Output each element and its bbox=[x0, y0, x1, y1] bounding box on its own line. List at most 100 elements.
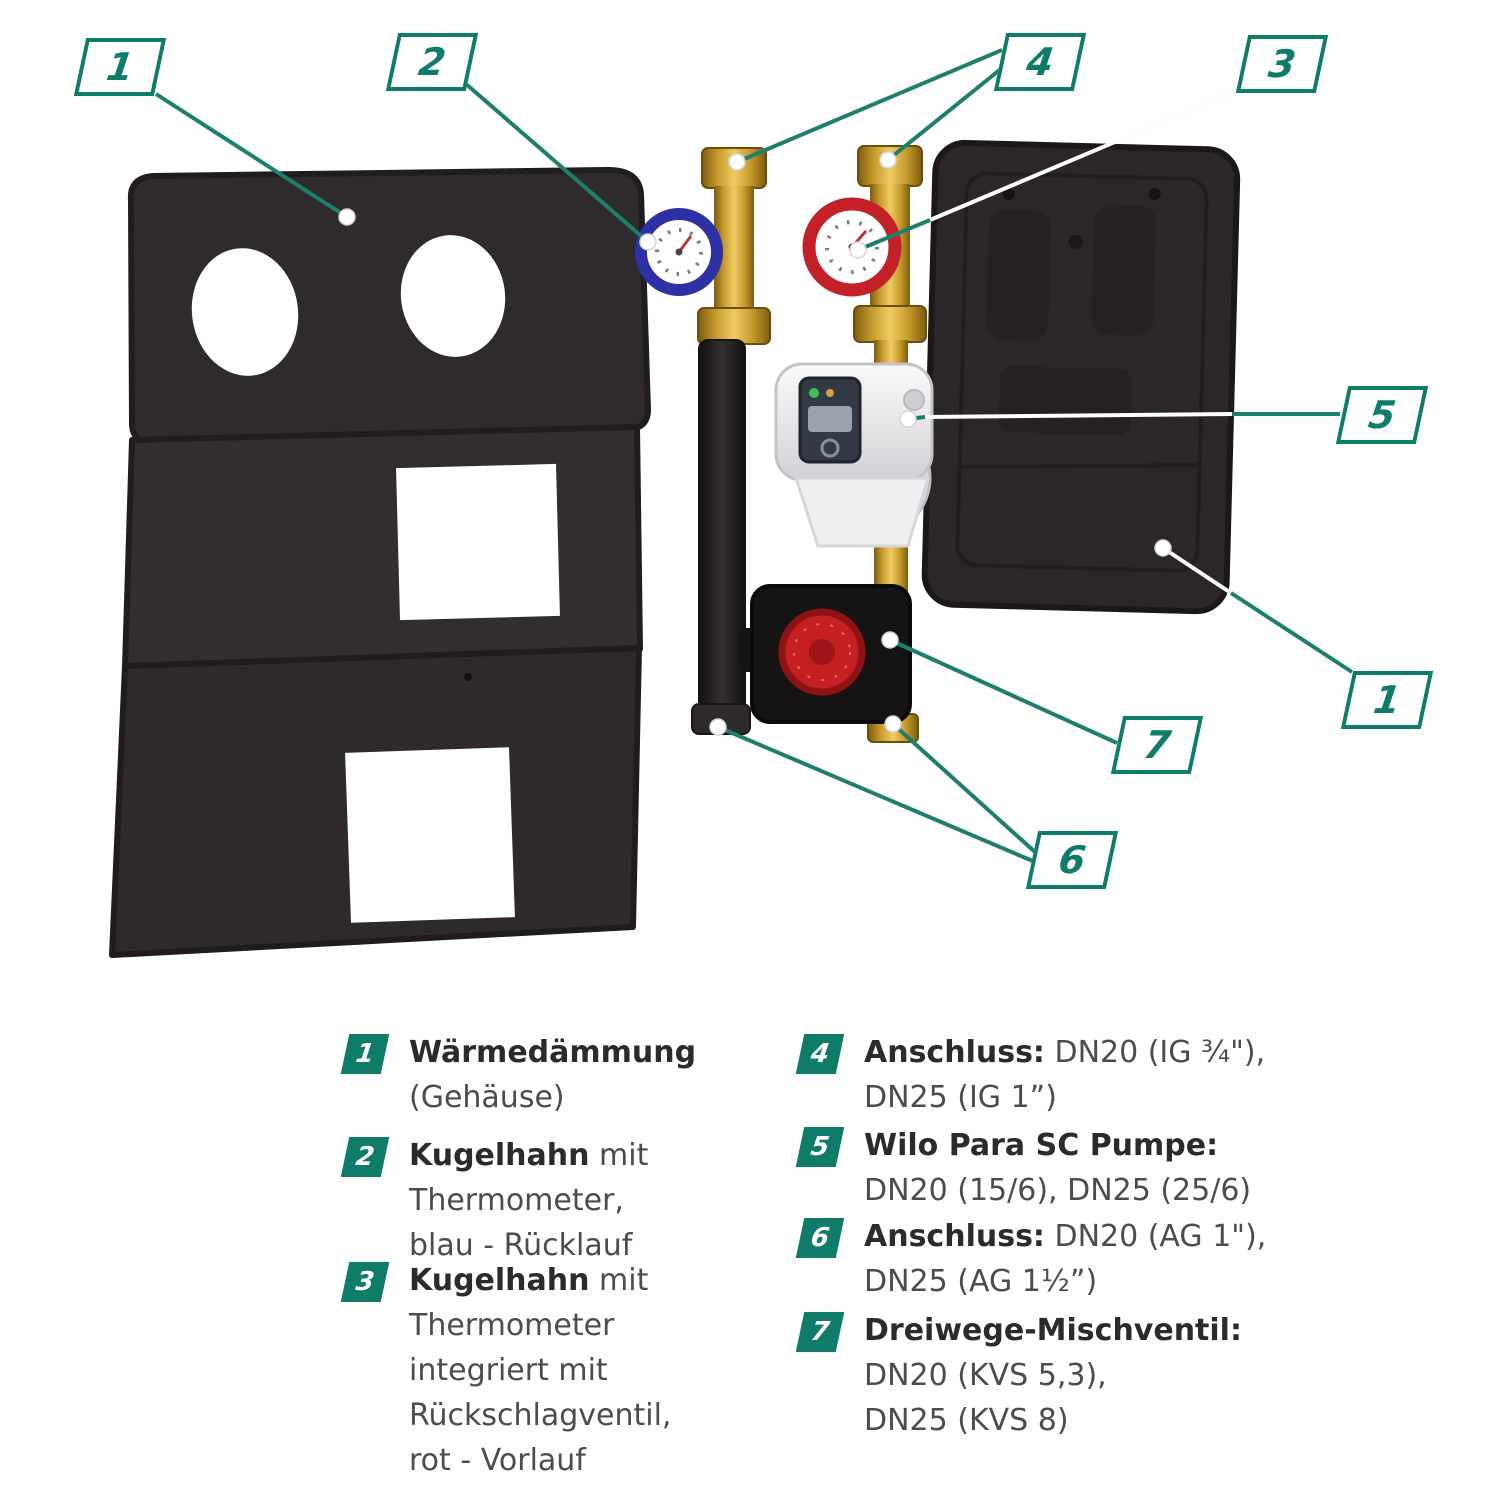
legend-line: Kugelhahn mit bbox=[409, 1133, 648, 1178]
legend-line: Thermometer bbox=[409, 1308, 615, 1343]
legend-item-1: 1 Wärmedämmung (Gehäuse) bbox=[340, 1030, 696, 1120]
legend-item-5: 5 Wilo Para SC Pumpe: DN20 (15/6), DN25 … bbox=[795, 1123, 1251, 1213]
endpoint-dot bbox=[849, 241, 867, 259]
callout-number: 3 bbox=[1265, 42, 1299, 86]
legend-line: integriert mit bbox=[409, 1353, 608, 1388]
legend-text-6: Anschluss: DN20 (AG 1"), DN25 (AG 1½”) bbox=[864, 1214, 1266, 1304]
legend-term: Dreiwege-Mischventil: bbox=[864, 1313, 1242, 1348]
endpoint-dot bbox=[881, 631, 899, 649]
legend-text-5: Wilo Para SC Pumpe: DN20 (15/6), DN25 (2… bbox=[864, 1123, 1251, 1213]
callout-4: 4 bbox=[993, 33, 1087, 91]
legend-badge-7: 7 bbox=[795, 1312, 845, 1352]
legend-line: rot - Vorlauf bbox=[409, 1443, 586, 1478]
legend-term: Kugelhahn bbox=[409, 1263, 590, 1298]
legend-badge-number: 6 bbox=[808, 1223, 832, 1253]
legend-text-1: Wärmedämmung (Gehäuse) bbox=[409, 1030, 696, 1120]
endpoint-dot bbox=[709, 718, 727, 736]
callout-1-top: 1 bbox=[73, 38, 167, 96]
legend-line: (Gehäuse) bbox=[409, 1080, 565, 1115]
pump bbox=[774, 362, 934, 548]
callout-number: 1 bbox=[1370, 678, 1404, 722]
legend-desc: DN20 (AG 1"), bbox=[1044, 1219, 1267, 1254]
callout-2: 2 bbox=[385, 33, 479, 91]
callout-5: 5 bbox=[1335, 386, 1429, 444]
legend-line: Kugelhahn mit bbox=[409, 1258, 671, 1303]
housing-hole-right bbox=[400, 235, 506, 357]
insulated-pipe bbox=[698, 339, 746, 713]
legend-line: Wärmedämmung bbox=[409, 1030, 696, 1075]
callout-3: 3 bbox=[1235, 35, 1329, 93]
endpoint-dot bbox=[879, 151, 897, 169]
leader-6b bbox=[717, 725, 1036, 864]
legend-line: DN25 (KVS 8) bbox=[864, 1403, 1069, 1438]
endpoint-dot bbox=[1154, 539, 1172, 557]
callout-number: 1 bbox=[103, 45, 137, 89]
legend-badge-number: 3 bbox=[353, 1267, 377, 1297]
leader-3-white bbox=[929, 86, 1244, 222]
callout-number: 6 bbox=[1055, 838, 1089, 882]
legend-badge-4: 4 bbox=[795, 1034, 845, 1074]
legend-text-4: Anschluss: DN20 (IG ¾"), DN25 (IG 1”) bbox=[864, 1030, 1265, 1120]
leader-5-white bbox=[924, 412, 1233, 419]
legend-term: Wärmedämmung bbox=[409, 1035, 697, 1070]
legend-item-4: 4 Anschluss: DN20 (IG ¾"), DN25 (IG 1”) bbox=[795, 1030, 1265, 1120]
leader-3-teal bbox=[857, 218, 931, 252]
legend-badge-5: 5 bbox=[795, 1127, 845, 1167]
legend-desc: DN20 (IG ¾"), bbox=[1044, 1035, 1266, 1070]
leader-1-top bbox=[154, 92, 349, 219]
legend-line: Anschluss: DN20 (IG ¾"), bbox=[864, 1030, 1265, 1075]
legend-item-2: 2 Kugelhahn mit Thermometer, blau - Rück… bbox=[340, 1133, 648, 1268]
legend-desc: mit bbox=[589, 1138, 649, 1173]
legend-badge-3: 3 bbox=[340, 1262, 390, 1302]
legend-item-6: 6 Anschluss: DN20 (AG 1"), DN25 (AG 1½”) bbox=[795, 1214, 1266, 1304]
leader-1-right-white bbox=[1161, 546, 1233, 595]
legend-line: DN25 (IG 1”) bbox=[864, 1080, 1057, 1115]
housing-window-bottom bbox=[345, 747, 515, 923]
legend-line: blau - Rücklauf bbox=[409, 1228, 633, 1263]
legend-line: Wilo Para SC Pumpe: bbox=[864, 1123, 1251, 1168]
insulation-housing-front bbox=[109, 166, 651, 958]
callout-6: 6 bbox=[1025, 831, 1119, 889]
legend-item-3: 3 Kugelhahn mit Thermometer integriert m… bbox=[340, 1258, 671, 1483]
legend-line: Rückschlagventil, bbox=[409, 1398, 672, 1433]
legend-line: DN20 (KVS 5,3), bbox=[864, 1358, 1107, 1393]
legend-text-7: Dreiwege-Mischventil: DN20 (KVS 5,3), DN… bbox=[864, 1308, 1242, 1443]
endpoint-dot bbox=[639, 233, 657, 251]
legend-line: DN20 (15/6), DN25 (25/6) bbox=[864, 1173, 1252, 1208]
legend-badge-number: 5 bbox=[808, 1132, 832, 1162]
legend-badge-number: 2 bbox=[353, 1142, 377, 1172]
callout-1-right: 1 bbox=[1340, 671, 1434, 729]
callout-number: 5 bbox=[1365, 393, 1399, 437]
legend-line: Dreiwege-Mischventil: bbox=[864, 1308, 1242, 1353]
callout-number: 4 bbox=[1023, 40, 1057, 84]
legend-term: Wilo Para SC Pumpe: bbox=[864, 1128, 1219, 1163]
legend-badge-number: 7 bbox=[808, 1317, 832, 1347]
leader-2 bbox=[464, 82, 650, 244]
callout-7: 7 bbox=[1110, 716, 1204, 774]
legend-term: Anschluss: bbox=[864, 1219, 1045, 1254]
legend-text-3: Kugelhahn mit Thermometer integriert mit… bbox=[409, 1258, 671, 1483]
legend-badge-1: 1 bbox=[340, 1034, 390, 1074]
callout-number: 2 bbox=[415, 40, 449, 84]
mixing-valve bbox=[740, 584, 912, 724]
endpoint-dot bbox=[899, 410, 917, 428]
leader-7 bbox=[889, 638, 1118, 745]
thermometer-blue bbox=[635, 208, 723, 296]
legend-badge-number: 4 bbox=[808, 1039, 832, 1069]
legend-text-2: Kugelhahn mit Thermometer, blau - Rückla… bbox=[409, 1133, 648, 1268]
legend-line: Anschluss: DN20 (AG 1"), bbox=[864, 1214, 1266, 1259]
legend-badge-2: 2 bbox=[340, 1137, 390, 1177]
leader-6a bbox=[891, 722, 1037, 854]
legend-term: Kugelhahn bbox=[409, 1138, 590, 1173]
legend-line: Thermometer, bbox=[409, 1183, 624, 1218]
callout-endpoint-dots bbox=[338, 151, 1172, 736]
legend-badge-number: 1 bbox=[353, 1039, 377, 1069]
leader-4b bbox=[736, 48, 1003, 164]
endpoint-dot bbox=[884, 715, 902, 733]
endpoint-dot bbox=[338, 208, 356, 226]
leader-4a bbox=[886, 66, 1004, 162]
leader-1-right-teal bbox=[1229, 591, 1354, 674]
endpoint-dot bbox=[728, 153, 746, 171]
